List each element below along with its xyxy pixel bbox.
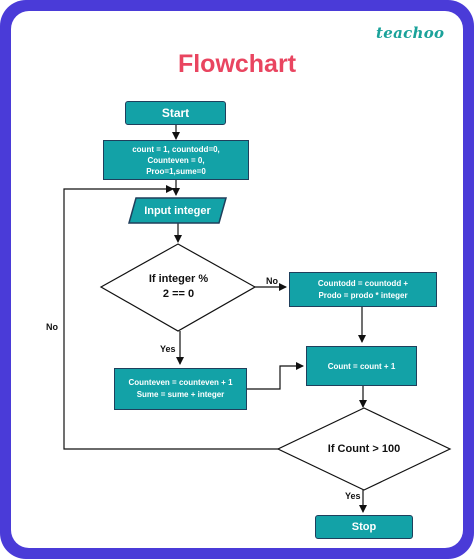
stop-node: Stop: [315, 515, 413, 539]
edge-label-even-no: No: [266, 276, 278, 286]
decision-even-diamond-shape: [99, 243, 257, 332]
brand-logo: teachoo: [376, 24, 445, 42]
decision-even-label: If integer % 2 == 0: [148, 273, 209, 300]
arrow-loop-back-no: [63, 185, 278, 450]
input-node-label: Input integer: [144, 204, 211, 217]
odd-update-node: Countodd = countodd + Prodo = prodo * in…: [289, 272, 437, 307]
init-process-node: count = 1, countodd=0, Counteven = 0, Pr…: [103, 140, 249, 180]
start-node: Start: [125, 101, 226, 125]
decision-count-diamond-shape: [276, 407, 452, 491]
even-update-node: Counteven = counteven + 1 Sume = sume + …: [114, 368, 247, 410]
edge-label-count-no: No: [46, 322, 58, 332]
input-parallelogram-shape: [128, 197, 227, 224]
arrow-even-to-count: [247, 362, 304, 390]
page-title: Flowchart: [177, 50, 297, 78]
decision-count-label: If Count > 100: [327, 443, 401, 455]
edge-label-even-yes: Yes: [160, 344, 176, 354]
edge-label-count-yes: Yes: [345, 491, 361, 501]
count-increment-node: Count = count + 1: [306, 346, 417, 386]
